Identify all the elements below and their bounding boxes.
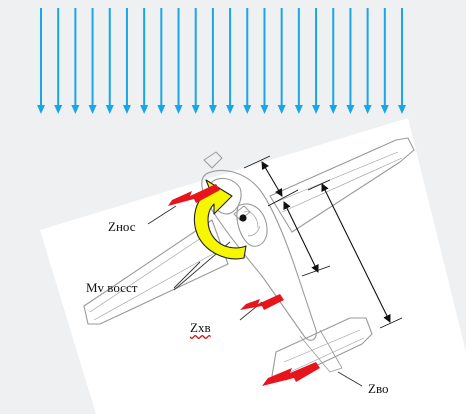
airflow-arrows xyxy=(37,8,406,114)
label-z-nose: Zнос xyxy=(108,219,136,234)
center-of-gravity-dot xyxy=(239,214,247,222)
dim-cg-tail xyxy=(321,183,391,323)
airflow-arrow-head xyxy=(122,105,131,114)
white-panel xyxy=(40,118,466,414)
airflow-arrow-head xyxy=(380,105,389,114)
airflow-arrow-head xyxy=(105,105,114,114)
airflow-arrow-head xyxy=(157,105,166,114)
airflow-arrow-head xyxy=(260,105,269,114)
label-z-tail-fuselage: Zхв xyxy=(190,320,211,336)
cockpit-canopy xyxy=(236,203,268,247)
force-arrows xyxy=(168,184,320,386)
airflow-arrow-head xyxy=(88,105,97,114)
airflow-arrow-head xyxy=(398,105,406,114)
dim-cg-wing xyxy=(283,201,319,273)
dim-nose-cg xyxy=(261,161,283,197)
airflow-arrow-head xyxy=(294,105,303,114)
airflow-arrow-head xyxy=(174,105,183,114)
force-arrow-nose xyxy=(168,184,220,206)
force-arrow-center xyxy=(240,294,284,310)
airflow-arrow-head xyxy=(226,105,235,114)
vertical-fin xyxy=(299,329,343,373)
label-z-tail-fuselage-text: Zхв xyxy=(190,320,211,335)
airflow-arrow-head xyxy=(71,105,80,114)
airflow-arrow-head xyxy=(140,105,149,114)
label-restoring-moment: Mv восст xyxy=(86,280,138,295)
label-z-horizontal-tail: Zво xyxy=(368,381,389,396)
dimension-lines xyxy=(243,155,403,329)
airflow-arrow-head xyxy=(277,105,286,114)
airflow-arrow-head xyxy=(363,105,372,114)
airflow-arrow-head xyxy=(54,105,63,114)
airflow-arrow-head xyxy=(346,105,355,114)
airflow-arrow-head xyxy=(329,105,338,114)
airflow-arrow-head xyxy=(37,105,45,114)
restoring-moment-arrow xyxy=(193,179,247,260)
force-arrow-tail xyxy=(262,362,320,386)
airflow-arrow-head xyxy=(208,105,217,114)
airflow-arrow-head xyxy=(243,105,252,114)
airflow-arrow-head xyxy=(312,105,321,114)
airflow-arrow-head xyxy=(191,105,200,114)
fuselage xyxy=(201,170,317,341)
